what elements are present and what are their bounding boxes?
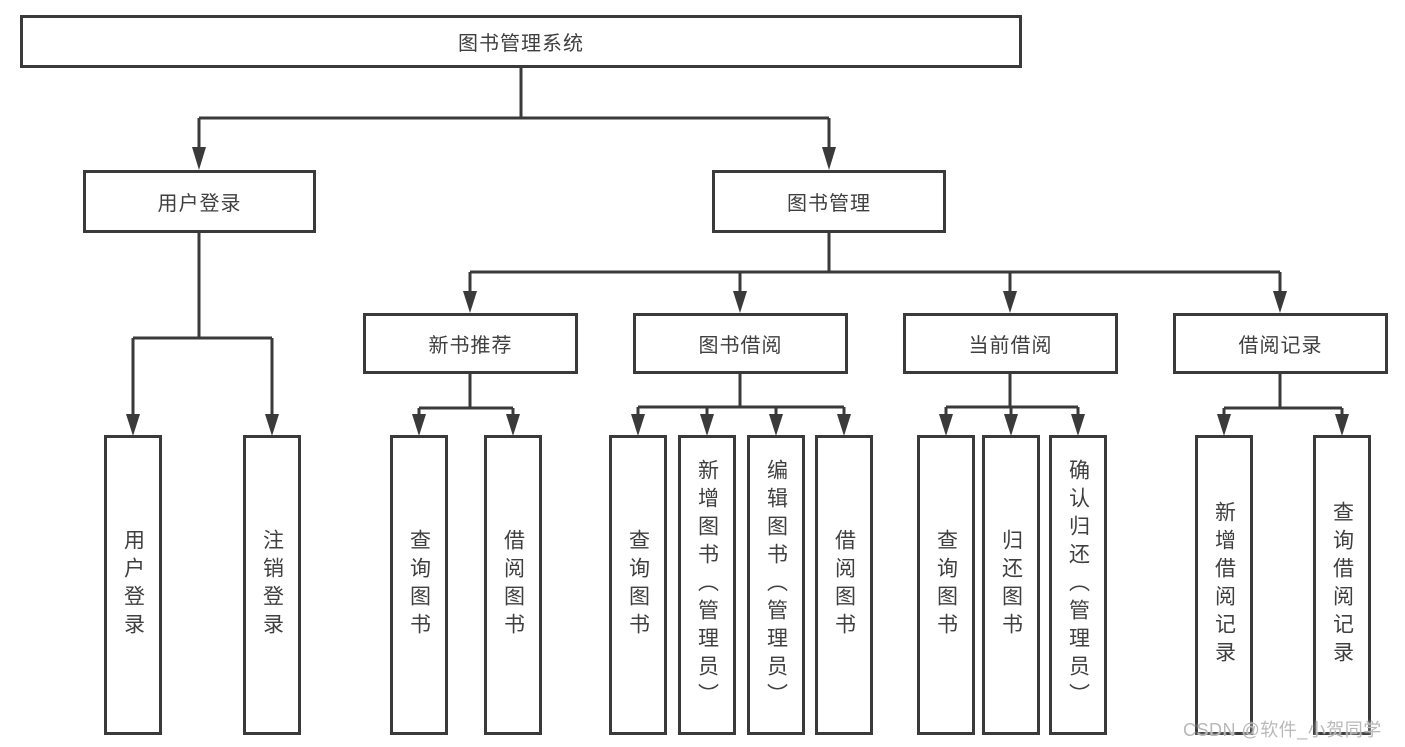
node-current-borrowing: 当前借阅 <box>903 313 1118 374</box>
node-user-login: 用户登录 <box>83 170 316 233</box>
leaf-add-book-admin: 新增图书（管理员） <box>678 435 736 735</box>
leaf-edit-book-admin: 编辑图书（管理员） <box>747 435 805 735</box>
leaf-query-books-recommend: 查询图书 <box>390 435 448 735</box>
leaf-logout: 注销登录 <box>243 435 301 735</box>
leaf-query-books-borrow: 查询图书 <box>609 435 667 735</box>
leaf-confirm-return-admin: 确认归还（管理员） <box>1049 435 1107 735</box>
leaf-query-borrow-record: 查询借阅记录 <box>1313 435 1371 735</box>
leaf-query-books-current: 查询图书 <box>917 435 975 735</box>
leaf-user-login: 用户登录 <box>104 435 162 735</box>
node-borrowing-records: 借阅记录 <box>1173 313 1388 374</box>
node-book-management: 图书管理 <box>712 170 946 233</box>
node-library-management-system: 图书管理系统 <box>20 15 1022 68</box>
leaf-borrow-books: 借阅图书 <box>815 435 873 735</box>
leaf-borrow-books-recommend: 借阅图书 <box>484 435 542 735</box>
node-new-book-recommendation: 新书推荐 <box>363 313 578 374</box>
csdn-watermark: CSDN @软件_小贺同学 <box>1183 720 1382 740</box>
node-book-borrowing: 图书借阅 <box>633 313 848 374</box>
leaf-add-borrow-record: 新增借阅记录 <box>1195 435 1253 735</box>
leaf-return-book: 归还图书 <box>982 435 1040 735</box>
